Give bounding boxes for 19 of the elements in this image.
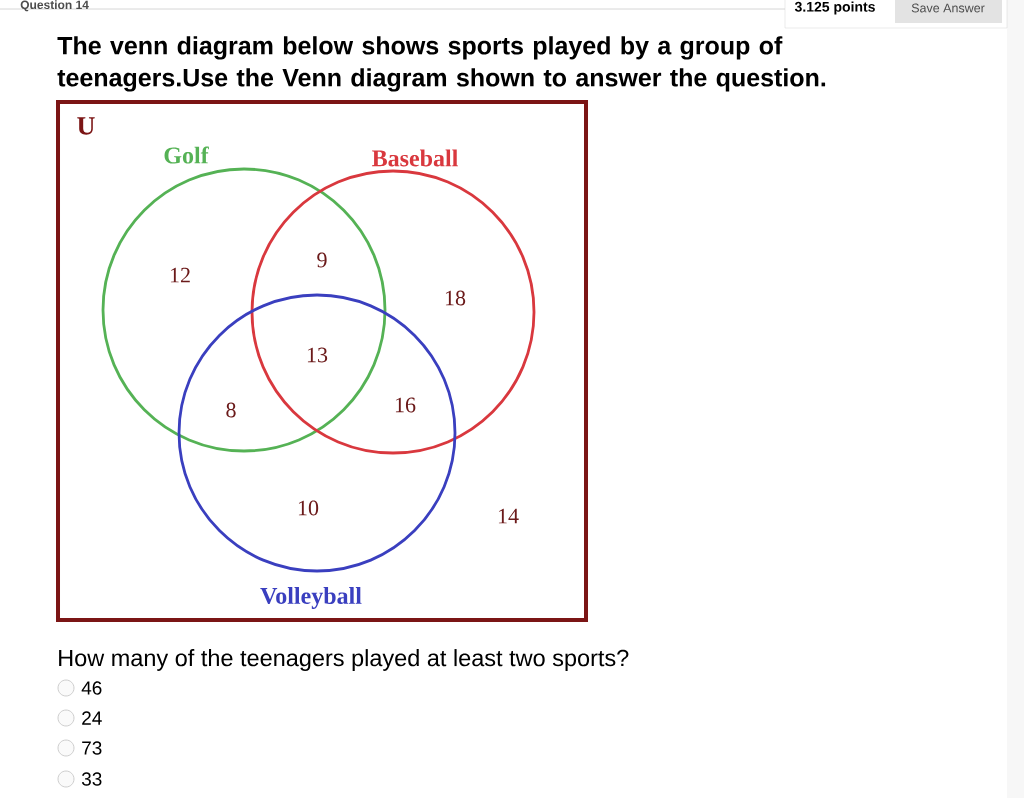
answer-option: 33 [57,770,102,788]
question-text: How many of the teenagers played at least two sports? [59,649,629,671]
region-count: 14 [498,508,519,524]
answer-option: 24 [57,709,102,727]
question-heading: The venn diagram below shows sports played by a group of teenagers.Use the Venn diagram shown to answer the question. [57,36,826,92]
answer-option: 73 [57,739,102,757]
region-count: 9 [317,252,327,268]
node-label: Volleyball [260,587,362,609]
answer-option: 46 [57,679,102,697]
region-count: 8 [226,402,236,418]
question-number: Question 14 [20,0,89,12]
node-label: Baseball [372,149,458,167]
region-count: 18 [445,290,466,306]
region-count: 16 [395,397,416,413]
node-label: Golf [164,146,209,164]
region-count: 13 [307,347,328,363]
save-button: Save Answer [895,0,1002,23]
region-count: 10 [298,500,319,516]
region-count: 12 [170,267,190,283]
